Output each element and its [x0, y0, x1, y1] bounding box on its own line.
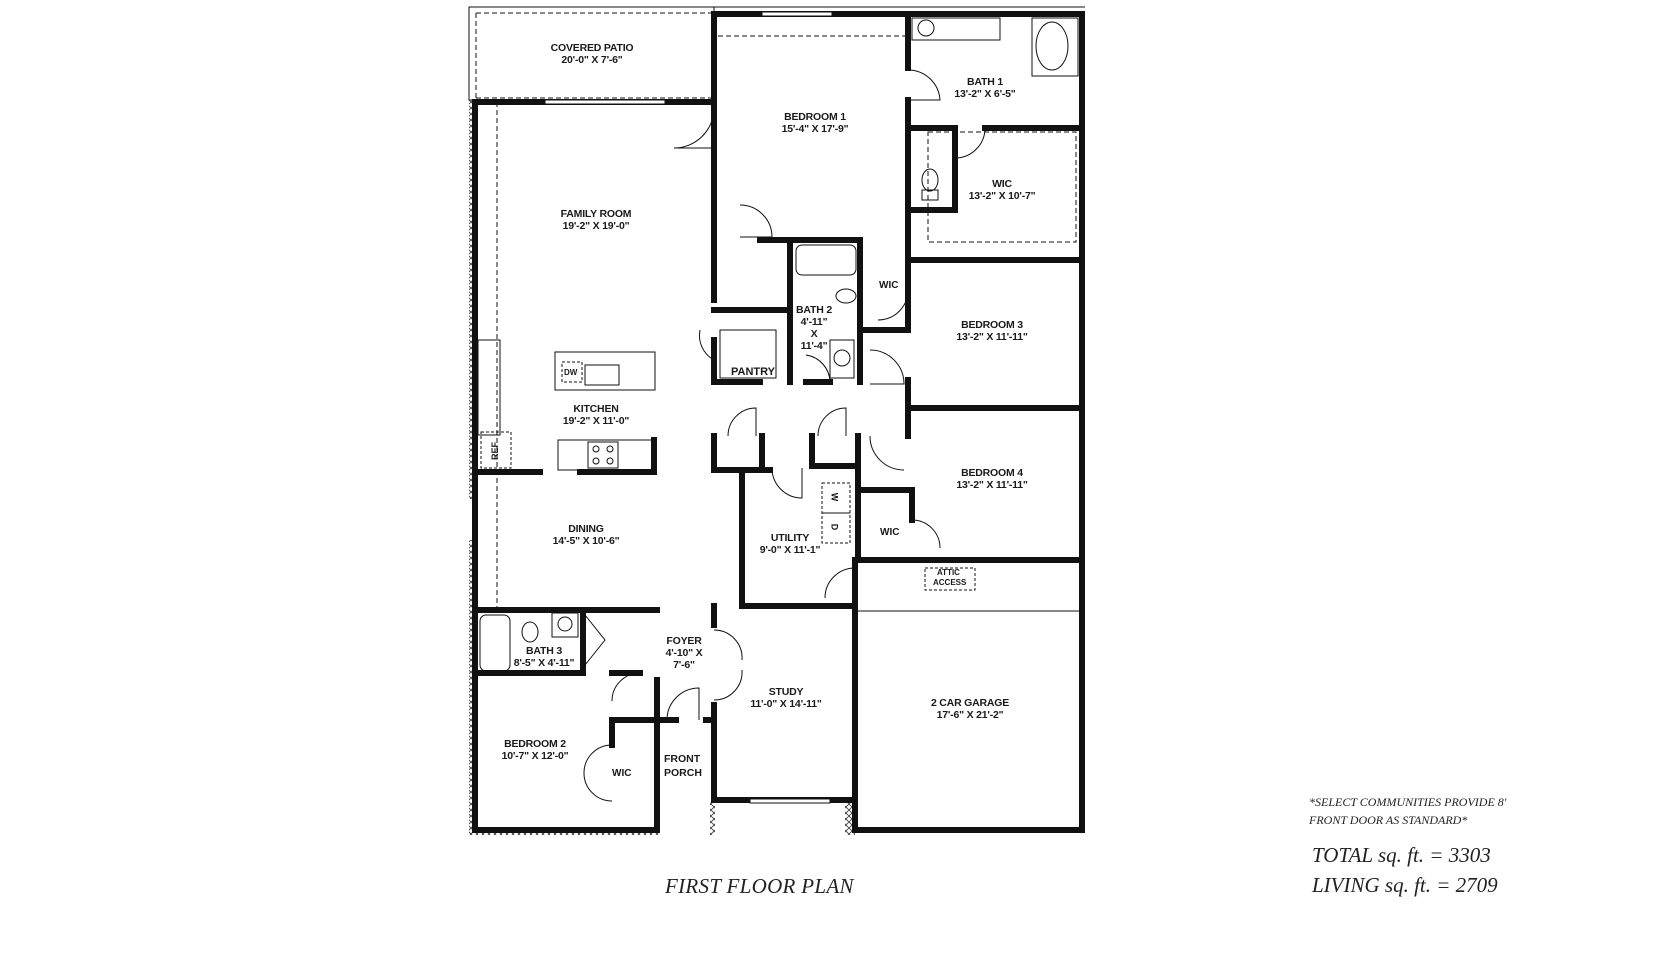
dryer-label: D	[829, 523, 840, 531]
room-label-bedroom-3: BEDROOM 3 13'-2" X 11'-11"	[956, 319, 1028, 343]
room-label-bedroom-4: BEDROOM 4 13'-2" X 11'-11"	[956, 467, 1028, 491]
room-label-bedroom-2: BEDROOM 2 10'-7" X 12'-0"	[501, 738, 569, 762]
room-label-family-room: FAMILY ROOM 19'-2" X 19'-0"	[560, 208, 632, 232]
refrigerator-label: REF	[490, 442, 500, 460]
room-label-bath-2: BATH 2 4'-11"	[796, 304, 832, 328]
note-line-2: FRONT DOOR AS STANDARD*	[1309, 813, 1468, 827]
room-label-utility: UTILITY 9'-0" X 11'-1"	[759, 532, 821, 556]
room-label-covered-patio: COVERED PATIO 20'-0" X 7'-6"	[550, 42, 634, 66]
door-swings	[583, 69, 986, 802]
front-door-note: *SELECT COMMUNITIES PROVIDE 8' FRONT DOO…	[1309, 793, 1506, 829]
attic-access-label-1: ATTIC	[937, 568, 960, 577]
front-porch-label-1: FRONT	[664, 753, 701, 765]
room-label-bedroom-1: BEDROOM 1 15'-4" X 17'-9"	[781, 111, 849, 135]
room-label-garage: 2 CAR GARAGE 17'-6" X 21'-2"	[930, 697, 1010, 721]
room-label-foyer: FOYER 4'-10" X 7'-6"	[665, 635, 703, 671]
walls	[472, 11, 1085, 833]
exterior-masonry	[469, 99, 855, 835]
dishwasher-label: DW	[564, 368, 578, 377]
room-label-bath-1: BATH 1 13'-2" X 6'-5"	[954, 76, 1016, 100]
attic-access-label-2: ACCESS	[933, 578, 967, 587]
room-label-study: STUDY 11'-0" X 14'-11"	[750, 686, 822, 710]
room-label-bath-3: BATH 3 8'-5" X 4'-11"	[513, 645, 575, 669]
room-label-kitchen: KITCHEN 19'-2" X 11'-0"	[562, 403, 630, 427]
washer-label: W	[829, 492, 840, 502]
fixtures	[477, 11, 1082, 804]
front-porch-label-2: PORCH	[664, 767, 702, 779]
room-label-wic-master: WIC 13'-2" X 10'-7"	[968, 178, 1036, 202]
bath-2-x: X 11'-4"	[800, 328, 828, 352]
note-line-1: *SELECT COMMUNITIES PROVIDE 8'	[1309, 795, 1507, 809]
room-label-dining: DINING 14'-5" X 10'-6"	[552, 523, 620, 547]
wic-bedroom-3-label: WIC	[879, 280, 899, 291]
plan-title: FIRST FLOOR PLAN	[665, 874, 854, 898]
wic-bedroom-2-label: WIC	[612, 768, 632, 779]
pantry-label: PANTRY	[731, 366, 775, 378]
wic-bedroom-4-label: WIC	[880, 527, 900, 538]
total-sqft: TOTAL sq. ft. = 3303	[1312, 843, 1491, 867]
living-sqft: LIVING sq. ft. = 2709	[1312, 873, 1498, 897]
